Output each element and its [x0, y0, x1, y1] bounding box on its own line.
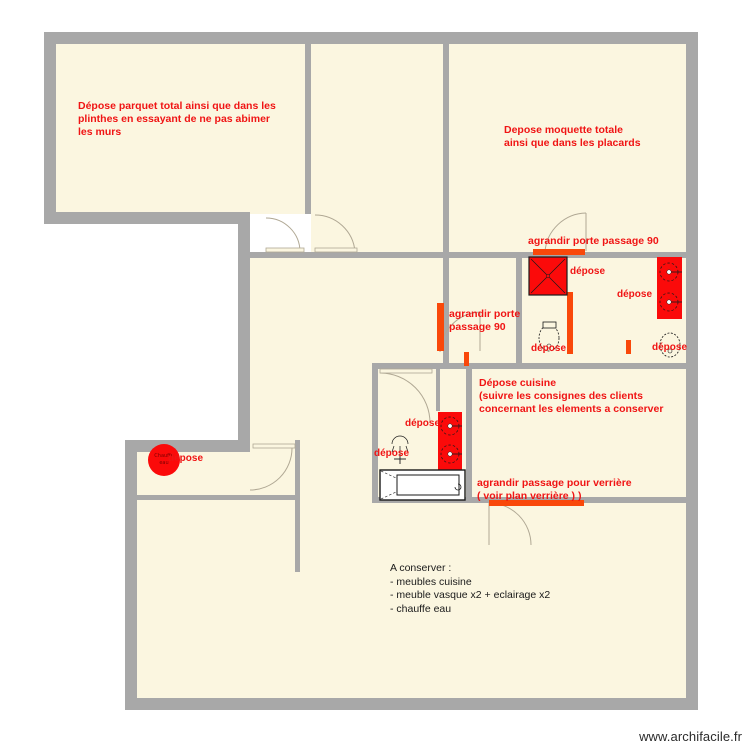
door-leaf-chambre1 [265, 247, 305, 253]
fixture-meuble-vasque-bas [438, 412, 462, 470]
opening-agrandir-porte-haut [533, 249, 585, 255]
opening-agrandir-porte-gauche [437, 303, 444, 351]
wall-exterieur-ouest-bas [125, 440, 137, 710]
wall-cloison-sdb-haut-ouest [516, 258, 522, 364]
door-leaf-sdb-bas [379, 368, 433, 374]
room-fill-chambre-3 [449, 44, 697, 258]
fixture-douche-bas [391, 435, 409, 464]
room-fill-sejour [137, 498, 697, 698]
doors [249, 212, 587, 546]
depose-label-vasques-haut: dépose [617, 289, 653, 300]
baignoire-chanfrein-haut [380, 470, 397, 479]
douche-bas-jet-3 [405, 445, 409, 453]
vasque-haut-1-bonde [666, 269, 672, 275]
door-arc-petite-piece [249, 447, 293, 491]
douche-bas-jet-1 [391, 445, 395, 453]
door-arc-sdb-bas [379, 372, 431, 424]
opening-couloir-cuisine [464, 352, 469, 366]
site-watermark: www.archifacile.fr [639, 729, 742, 744]
wall-exterieur-sud [125, 698, 698, 710]
wall-cuisine-sud [472, 497, 697, 503]
depose-label-douche: dépose [570, 266, 606, 277]
fixture-chauffe-eau: Chauffe eau [148, 444, 180, 476]
depose-label-vasques-bas: dépose [405, 418, 441, 429]
door-leaf-chambre2 [314, 247, 358, 253]
wc-haut-reservoir [542, 321, 557, 329]
annotation-agrandir-passage-verriere: agrandir passage pour verrière ( voir pl… [477, 477, 632, 502]
fixture-wc-droit [659, 332, 681, 358]
meuble-vasque-haut-icon [657, 257, 682, 319]
annotation-depose-moquette: Depose moquette totale ainsi que dans le… [504, 124, 641, 149]
wc-droit-cuvette [659, 332, 681, 358]
wall-sdb-bas-ouest [372, 363, 378, 503]
wall-petite-piece-est [295, 440, 300, 572]
meuble-vasque-bas-icon [438, 412, 462, 470]
door-leaf-petite-piece [252, 443, 296, 449]
wall-exterieur-nord [44, 32, 698, 44]
room-fill-cuisine [472, 368, 697, 503]
fixtures: Chauffe eau [148, 256, 682, 501]
wall-sdb-bas-est [466, 363, 472, 503]
wall-decrochement-vertical [238, 212, 250, 452]
depose-label-douche-bas: dépose [374, 448, 410, 459]
vasque-haut-2-bonde [666, 299, 672, 305]
room-fill-couloir [449, 258, 522, 364]
wall-decrochement-horizontal [44, 212, 250, 224]
wc-haut-bonde [546, 343, 552, 349]
wall-exterieur-est [686, 32, 698, 710]
douche-bonde [546, 274, 550, 278]
room-fill-chambre-2 [311, 44, 449, 258]
depose-label-wc-haut-droit: dépose [652, 342, 688, 353]
depose-label-wc-haut: dépose [531, 343, 567, 354]
openings [437, 249, 631, 506]
door-arc-chambre2 [314, 214, 356, 253]
depose-label-chauffe-eau: dépose [168, 453, 204, 464]
fixture-meuble-vasque-haut [657, 257, 682, 319]
room-fill-chambre-1 [56, 44, 311, 214]
baignoire-bonde [454, 483, 462, 491]
wall-cloison-chambre2-3 [443, 44, 449, 258]
opening-porte-sdb-verticale [567, 292, 573, 354]
wall-cloison-sud-chambres [244, 252, 449, 258]
annotation-agrandir-porte-passage-90-gauche: agrandir porte passage 90 [449, 308, 521, 333]
fixture-douche-haut [528, 256, 568, 296]
wall-retour-gauche [125, 440, 250, 452]
door-arc-chambre1 [265, 217, 301, 253]
annotation-depose-parquet: Dépose parquet total ainsi que dans les … [78, 100, 276, 138]
annotation-depose-cuisine: Dépose cuisine (suivre les consignes des… [479, 377, 664, 415]
annotation-agrandir-porte-passage-90-haut: agrandir porte passage 90 [528, 235, 659, 247]
chauffe-eau-label-top: Chauffe [154, 453, 173, 459]
wc-droit-bonde [667, 348, 673, 354]
wall-exterieur-ouest-haut [44, 32, 56, 224]
wall-sdb-bas-separateur-wc [436, 369, 440, 411]
wall-cloison-sud-sdb-haut [372, 363, 697, 369]
fixture-wc-haut [538, 321, 560, 352]
opening-verriere [489, 500, 584, 506]
wall-cloison-hall-couloir [443, 258, 449, 368]
vasque-bas-2-bonde [447, 451, 453, 457]
wall-cloison-chambre1-2 [305, 44, 311, 214]
fixture-baignoire [379, 469, 466, 501]
opening-couloir-wc [626, 340, 631, 354]
wall-petite-piece-sud [137, 495, 300, 500]
douche-bas-pommeau [391, 435, 409, 445]
baignoire-cuve [396, 474, 460, 496]
baignoire-chanfrein-bas [380, 491, 397, 500]
floor-fills [56, 44, 697, 698]
chauffe-eau-label-bottom: eau [159, 460, 168, 466]
door-arc-chambre3 [544, 212, 587, 253]
chauffe-eau-icon [148, 444, 180, 476]
vasque-bas-1-bonde [447, 423, 453, 429]
annotation-a-conserver: A conserver : - meubles cuisine - meuble… [390, 562, 551, 615]
